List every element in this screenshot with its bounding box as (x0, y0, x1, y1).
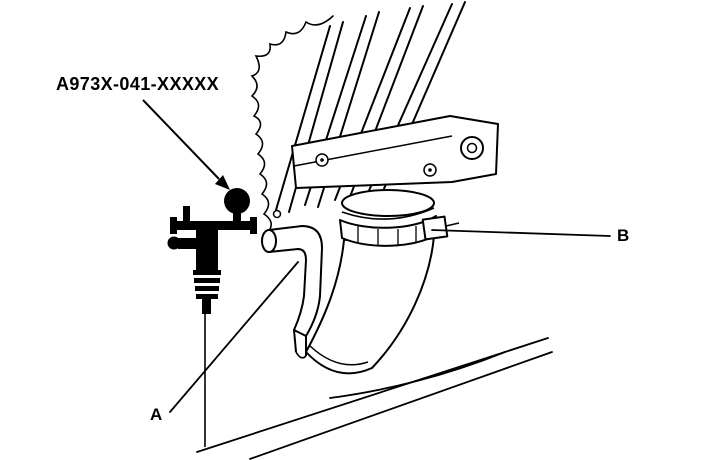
part-number-arrow (142, 99, 230, 190)
callout-leaders (169, 229, 611, 413)
part-number-label: A973X-041-XXXXX (56, 74, 220, 94)
elbow-hose-a (261, 209, 323, 359)
break-line (250, 15, 334, 233)
hose-clamp-b (339, 215, 460, 247)
intake-duct (305, 189, 435, 375)
bolt-dot (272, 209, 282, 219)
vacuum-pump-tool (167, 188, 257, 314)
tube-bracket (291, 115, 499, 189)
leader-a (169, 261, 299, 413)
callout-a-label: A (150, 405, 163, 424)
leader-b (431, 229, 611, 237)
ground-lines (196, 337, 553, 460)
callout-b-label: B (617, 226, 630, 245)
